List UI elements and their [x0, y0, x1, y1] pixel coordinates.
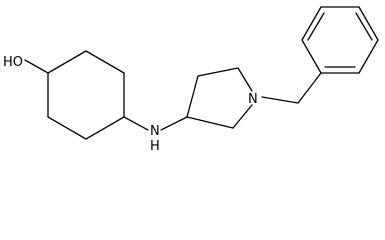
bond [85, 116, 125, 140]
bond [358, 39, 379, 74]
cyclohexane-ring [47, 50, 125, 140]
ring-nitrogen-label: N [248, 92, 258, 107]
bond [186, 116, 234, 129]
amine-bond-right [160, 116, 188, 131]
bond [186, 75, 199, 118]
bond [301, 6, 322, 41]
bond [47, 50, 87, 74]
bond [301, 39, 322, 74]
pyrrolidine-ring [186, 67, 253, 129]
benzene-ring [301, 6, 379, 74]
double-bond [355, 12, 373, 41]
bond [47, 116, 87, 140]
molecular-structure: HO N H N [3, 6, 379, 153]
bond [197, 67, 239, 77]
bond [232, 104, 253, 129]
bond [358, 6, 379, 41]
benzyl-phenyl-bond [297, 72, 322, 104]
hydroxyl-label: HO [3, 55, 23, 70]
bond [85, 50, 125, 74]
hydroxyl-bond [24, 59, 49, 74]
amine-h-label: H [150, 139, 160, 153]
amine-bond-left [123, 116, 149, 131]
bond [237, 67, 253, 92]
double-bond [307, 12, 325, 41]
amine-n-label: N [150, 124, 160, 139]
benzyl-ch2-bond [261, 96, 299, 104]
